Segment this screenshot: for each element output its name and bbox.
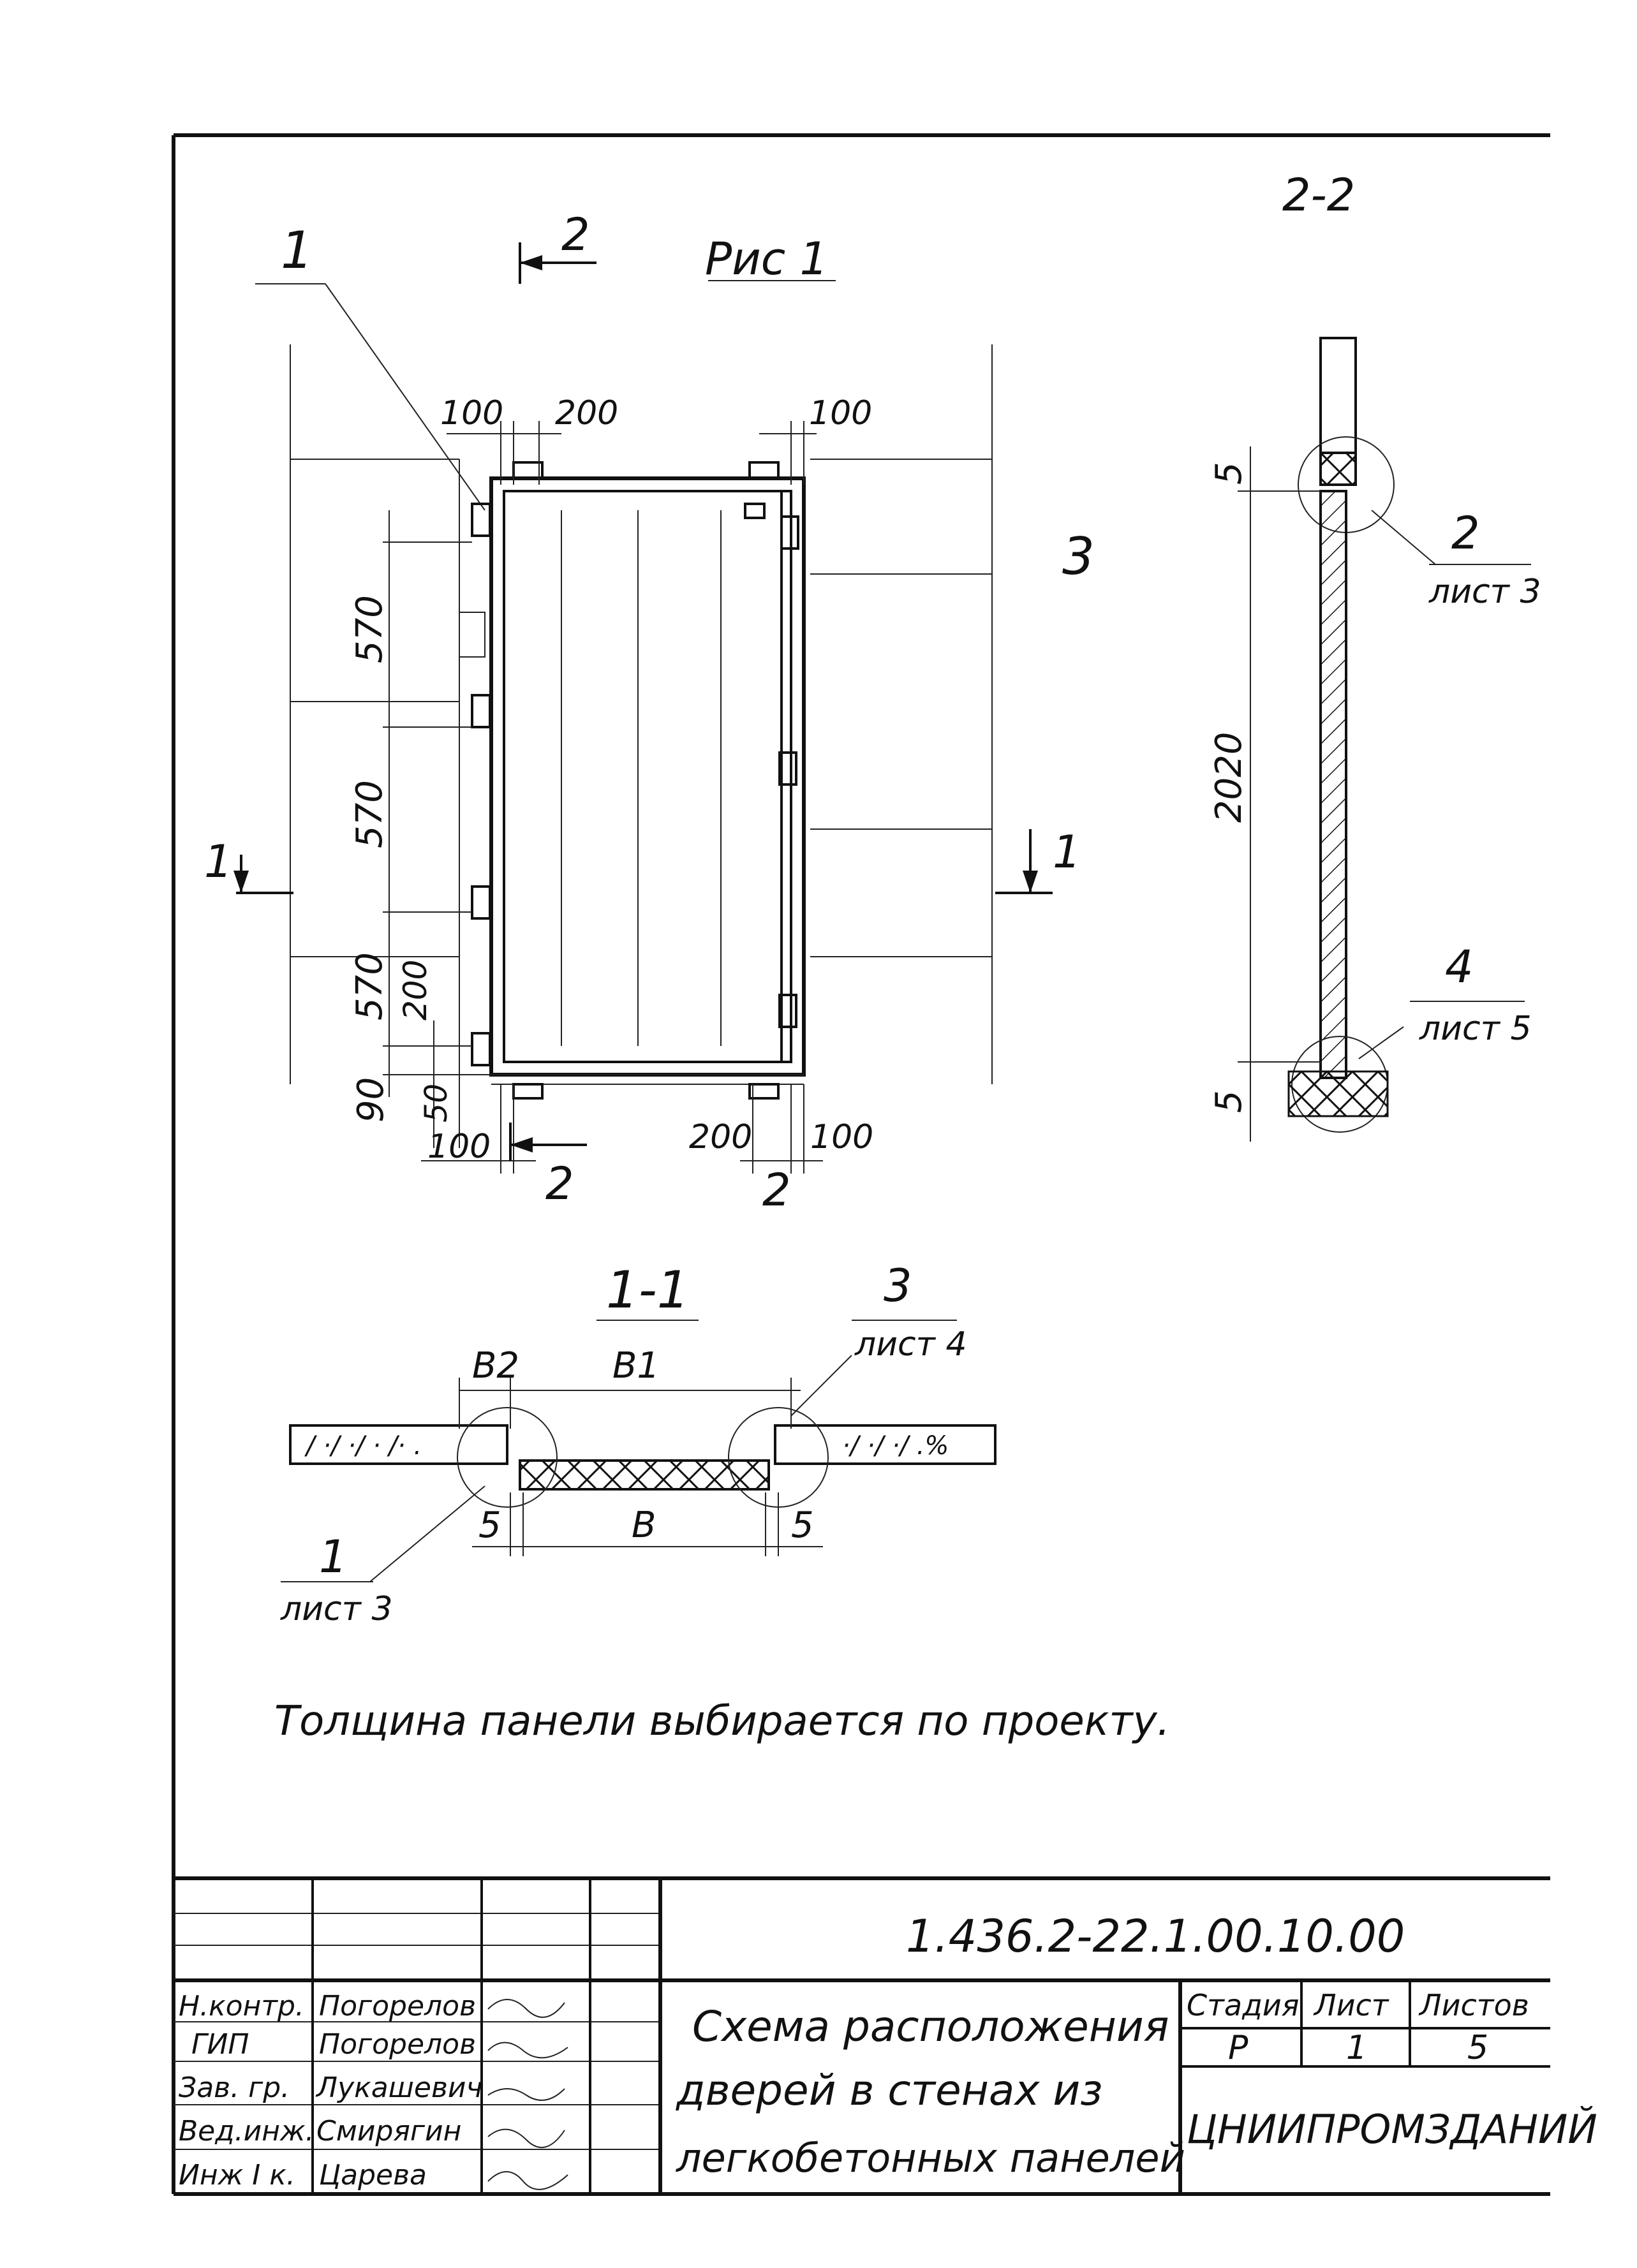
concrete-hatch-left: / ·/ ·/ · /· . xyxy=(304,1431,422,1461)
dim-top-right-100: 100 xyxy=(809,394,872,432)
dim-height: 2020 xyxy=(1208,732,1250,823)
stage-value: Р xyxy=(1228,2029,1248,2067)
dim-b: B xyxy=(632,1505,656,1546)
section-mark-label: 1 xyxy=(204,836,233,888)
dim-b1: B1 xyxy=(612,1345,660,1387)
sheets-value: 5 xyxy=(1467,2029,1488,2067)
section-mark-2-top: 2 xyxy=(519,209,596,284)
dimensions-left: 570 570 570 200 50 90 xyxy=(349,510,491,1148)
dim-top-left-100: 100 xyxy=(440,394,503,432)
note-text: Толщина панели выбирается по проекту. xyxy=(274,1698,1170,1745)
section-mark-1-left: 1 xyxy=(204,836,293,894)
title-block: 1.436.2-22.1.00.10.00 Н.контр. ГИП Зав. … xyxy=(174,1876,1597,2196)
sheet-label: Лист xyxy=(1313,1988,1389,2022)
dim-50: 50 xyxy=(419,1084,454,1123)
sheet-value: 1 xyxy=(1346,2029,1367,2067)
drawing-title-line-1: дверей в стенах из xyxy=(676,2066,1102,2115)
wall-panels-left xyxy=(290,459,485,1084)
section-mark-2-bottom-left: 2 xyxy=(509,1123,587,1210)
drawing-title-line-0: Схема расположения xyxy=(692,2002,1169,2051)
section-mark-label: 1 xyxy=(1053,826,1081,878)
dim-570-c: 570 xyxy=(349,952,390,1020)
dim-bottom-left-100: 100 xyxy=(427,1128,491,1166)
section-1-1-title: 1-1 xyxy=(606,1260,690,1320)
dim-bottom-200: 200 xyxy=(689,1118,752,1156)
dimensions-bottom: 100 200 100 xyxy=(421,1084,873,1174)
sheet-frame xyxy=(172,133,1550,2194)
role-3: Вед.инж. xyxy=(179,2115,315,2147)
organization: ЦНИИПРОМЗДАНИЙ xyxy=(1187,2105,1597,2153)
sheets-label: Листов xyxy=(1418,1988,1529,2022)
document-code: 1.436.2-22.1.00.10.00 xyxy=(906,1910,1405,1962)
section-1-1: 1-1 / ·/ ·/ · /· . ·/ ·/ ·/ .% B2 B1 5 B… xyxy=(280,1260,996,1628)
callout-bottom-num: 4 xyxy=(1445,941,1474,993)
name-3: Смирягин xyxy=(316,2115,461,2147)
role-4: Инж I к. xyxy=(179,2159,295,2191)
dim-top-200: 200 xyxy=(555,394,618,432)
dimensions-top: 100 200 100 xyxy=(440,394,872,485)
callout-1-label: 1 xyxy=(281,221,313,280)
role-2: Зав. гр. xyxy=(179,2072,290,2104)
anchors xyxy=(471,461,799,1100)
concrete-hatch-right: ·/ ·/ ·/ .% xyxy=(842,1431,949,1461)
name-2: Лукашевич xyxy=(315,2072,483,2104)
name-0: Погорелов xyxy=(319,1990,476,2022)
dim-570-b: 570 xyxy=(349,780,390,848)
drawing-title-line-2: легкобетонных панелей xyxy=(676,2135,1185,2181)
callout-top-num: 2 xyxy=(1451,507,1480,559)
dim-top-5: 5 xyxy=(1208,462,1250,485)
callout-left-num: 1 xyxy=(319,1531,348,1583)
name-4: Царева xyxy=(319,2159,427,2191)
role-1: ГИП xyxy=(191,2028,249,2061)
stage-label: Стадия xyxy=(1187,1988,1299,2022)
section-2-2: 2-2 2 лист 3 4 лист 5 5 2020 5 xyxy=(1208,169,1541,1142)
figure-1-elevation: Рис 1 2 1 xyxy=(204,209,1095,1216)
section-2-2-title: 2-2 xyxy=(1282,169,1355,221)
role-0: Н.контр. xyxy=(179,1990,304,2022)
callout-1: 1 xyxy=(255,221,485,511)
dim-200: 200 xyxy=(397,960,434,1020)
section-mark-2-bottom-right: 2 xyxy=(762,1164,791,1216)
signatures xyxy=(487,1999,568,2190)
dim-570-a: 570 xyxy=(349,595,390,663)
callout-left-sheet: лист 3 xyxy=(280,1590,393,1628)
dim-right-5: 5 xyxy=(791,1505,814,1546)
callout-right-sheet: лист 4 xyxy=(854,1325,967,1364)
section-mark-label: 2 xyxy=(545,1158,574,1210)
dim-b2: B2 xyxy=(472,1345,519,1387)
callout-3: 3 xyxy=(1062,527,1095,586)
section-mark-1-right: 1 xyxy=(995,826,1081,894)
callout-right-num: 3 xyxy=(884,1260,912,1312)
section-mark-label: 2 xyxy=(561,209,590,261)
dim-90: 90 xyxy=(350,1077,392,1123)
dim-left-5: 5 xyxy=(478,1505,501,1546)
dim-bottom-right-100: 100 xyxy=(810,1118,873,1156)
callout-top-sheet: лист 3 xyxy=(1428,573,1541,611)
name-1: Погорелов xyxy=(319,2028,476,2061)
wall-panels-right xyxy=(810,459,992,957)
section-mark-label: 2 xyxy=(762,1164,791,1216)
dim-bottom-5: 5 xyxy=(1208,1090,1250,1113)
door-frame xyxy=(489,476,806,1085)
figure-title: Рис 1 xyxy=(705,233,828,285)
callout-bottom-sheet: лист 5 xyxy=(1419,1010,1532,1048)
